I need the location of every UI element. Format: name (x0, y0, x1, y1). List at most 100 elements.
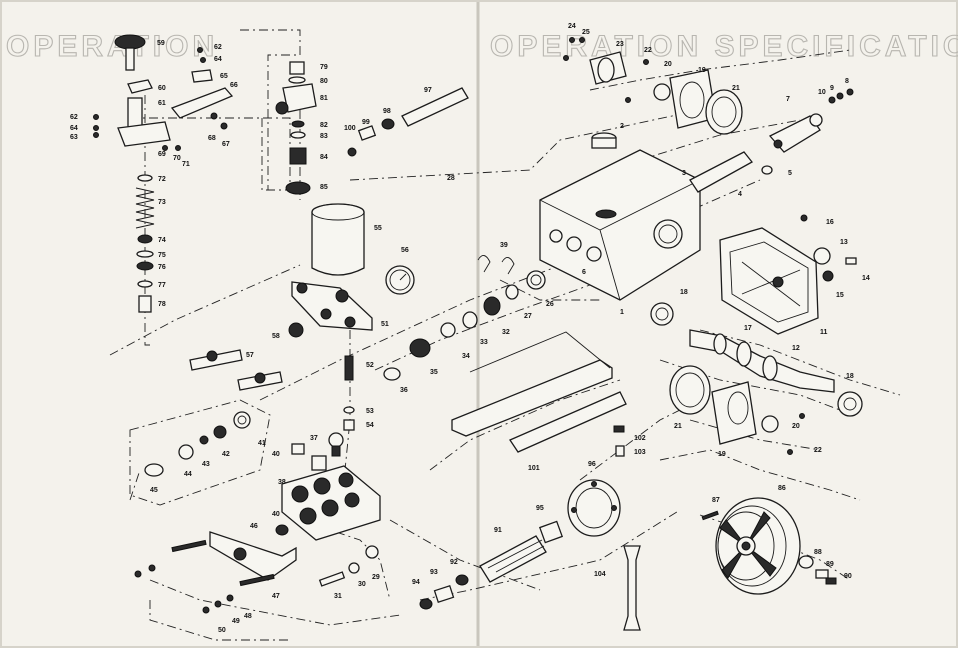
callout-label: 53 (366, 408, 374, 415)
callout-label: 85 (320, 184, 328, 191)
callout-label: 74 (158, 237, 166, 244)
dipstick-3 (595, 209, 617, 219)
oring-80 (288, 76, 306, 84)
linkage-arm-66 (170, 87, 234, 130)
callout-label: 77 (158, 282, 166, 289)
callout-label: 19 (698, 67, 706, 74)
clips-39 (477, 255, 515, 275)
callout-label: 36 (400, 387, 408, 394)
connecting-rods-4-5 (689, 151, 773, 193)
callout-label: 17 (744, 325, 752, 332)
callout-label: 11 (820, 329, 828, 336)
studs-47-50 (134, 539, 275, 614)
callout-label: 78 (158, 301, 166, 308)
callout-label: 22 (644, 47, 652, 54)
filter-bowl-55 (311, 203, 365, 276)
callout-label: 4 (738, 191, 742, 198)
callout-label: 9 (830, 85, 834, 92)
callout-label: 21 (674, 423, 682, 430)
seal-stack-74-78 (136, 234, 154, 313)
callout-label: 32 (502, 329, 510, 336)
callout-label: 79 (320, 64, 328, 71)
oil-cap-2 (591, 132, 617, 149)
callout-label: 50 (218, 627, 226, 634)
crosshead-7 (768, 113, 823, 153)
callout-label: 20 (792, 423, 800, 430)
mounting-rails-101 (451, 331, 627, 457)
coupling-95 (538, 520, 564, 544)
callout-label: 1 (620, 309, 624, 316)
callout-label: 100 (344, 125, 356, 132)
callout-label: 94 (412, 579, 420, 586)
callout-label: 73 (158, 199, 166, 206)
callout-label: 28 (447, 175, 455, 182)
callout-label: 102 (634, 435, 646, 442)
crankshaft-17 (689, 329, 835, 393)
callout-label: 42 (222, 451, 230, 458)
callout-label: 39 (500, 242, 508, 249)
callout-label: 41 (258, 440, 266, 447)
callout-label: 83 (320, 133, 328, 140)
callout-label: 64 (70, 125, 78, 132)
callout-label: 10 (818, 89, 826, 96)
plug-37 (328, 432, 344, 457)
callout-label: 62 (214, 44, 222, 51)
callout-label: 56 (401, 247, 409, 254)
callout-label: 68 (208, 135, 216, 142)
stud-52-54 (343, 355, 355, 431)
callout-label: 30 (358, 581, 366, 588)
crankcase-1 (539, 149, 701, 301)
callout-label: 6 (582, 269, 586, 276)
callout-label: 103 (634, 449, 646, 456)
callout-label: 88 (814, 549, 822, 556)
unloader-knob-59 (114, 34, 146, 71)
unloader-lever-60 (127, 79, 153, 94)
flange-96 (567, 479, 621, 537)
callout-label: 45 (150, 487, 158, 494)
callout-label: 46 (250, 523, 258, 530)
callout-label: 35 (430, 369, 438, 376)
callout-label: 24 (568, 23, 576, 30)
callout-label: 21 (732, 85, 740, 92)
callout-label: 19 (718, 451, 726, 458)
drain-valves-57 (189, 349, 283, 391)
callout-label: 97 (424, 87, 432, 94)
callout-label: 76 (158, 264, 166, 271)
wrench-104 (623, 545, 641, 631)
callout-label: 99 (362, 119, 370, 126)
callout-label: 81 (320, 95, 328, 102)
callout-label: 92 (450, 559, 458, 566)
small-caps-40 (275, 443, 327, 536)
callout-label: 72 (158, 176, 166, 183)
bearings-18 (650, 302, 863, 417)
assembly-guide-lines (109, 29, 901, 641)
callout-label: 98 (383, 108, 391, 115)
callout-label: 40 (272, 511, 280, 518)
callout-label: 70 (173, 155, 181, 162)
callout-label: 63 (70, 134, 78, 141)
callout-label: 87 (712, 497, 720, 504)
callout-label: 96 (588, 461, 596, 468)
cover-hardware-13-16 (800, 214, 857, 282)
callout-label: 90 (844, 573, 852, 580)
callout-label: 66 (230, 82, 238, 89)
callout-label: 80 (320, 78, 328, 85)
callout-label: 62 (70, 114, 78, 121)
callout-label: 61 (158, 100, 166, 107)
callout-label: 82 (320, 122, 328, 129)
callout-label: 86 (778, 485, 786, 492)
valve-kit-41-45 (144, 411, 251, 477)
unloader-body-61 (117, 97, 171, 147)
pressure-gauge-56 (385, 265, 415, 295)
callout-label: 91 (494, 527, 502, 534)
callout-label: 69 (158, 151, 166, 158)
callout-label: 48 (244, 613, 252, 620)
callout-label: 55 (374, 225, 382, 232)
callout-label: 7 (786, 96, 790, 103)
callout-label: 93 (430, 569, 438, 576)
small-fasteners-left (93, 47, 213, 151)
pulley-hardware-87-90 (701, 510, 837, 585)
